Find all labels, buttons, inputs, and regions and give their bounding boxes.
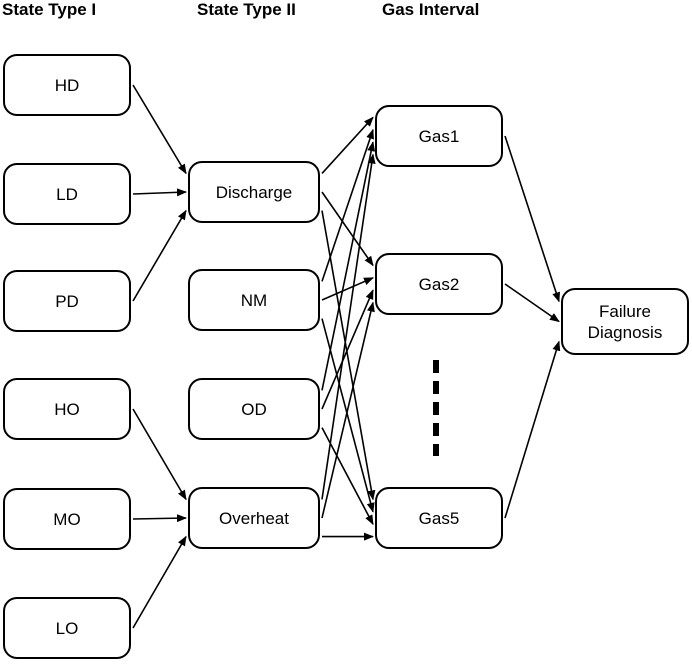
header-state-type-2: State Type II	[197, 0, 296, 19]
arrow-pd-to-discharge	[132, 209, 187, 302]
node-nm: NM	[188, 269, 320, 331]
arrow-gas5-to-failurediagnosis	[504, 340, 561, 519]
arrow-discharge-to-gas2	[321, 191, 374, 267]
arrow-discharge-to-gas5	[321, 210, 376, 501]
arrow-od-to-gas2	[321, 289, 374, 410]
arrow-od-to-gas1	[321, 141, 376, 391]
node-ho: HO	[3, 378, 131, 440]
arrow-ld-to-discharge	[132, 188, 187, 197]
node-overheat: Overheat	[188, 487, 320, 549]
node-discharge: Discharge	[188, 161, 320, 223]
arrow-nm-to-gas2	[321, 277, 374, 301]
node-gas2: Gas2	[375, 253, 503, 315]
arrow-hd-to-discharge	[132, 84, 187, 175]
arrow-od-to-gas5	[321, 427, 374, 526]
arrow-nm-to-gas1	[321, 128, 374, 282]
ellipsis-dashes	[433, 360, 439, 456]
node-lo: LO	[3, 597, 131, 659]
node-mo: MO	[3, 488, 131, 550]
arrow-lo-to-overheat	[132, 535, 187, 629]
node-gas1: Gas1	[375, 105, 503, 167]
node-od: OD	[188, 378, 320, 440]
arrow-gas1-to-failurediagnosis	[504, 135, 561, 303]
arrow-mo-to-overheat	[132, 514, 187, 523]
header-gas-interval: Gas Interval	[382, 0, 480, 19]
node-pd: PD	[3, 270, 131, 332]
header-state-type-1: State Type I	[2, 0, 97, 19]
node-hd: HD	[3, 54, 131, 116]
arrow-overheat-to-gas1	[321, 153, 376, 500]
arrow-ho-to-overheat	[132, 408, 187, 501]
arrow-discharge-to-gas1	[321, 116, 374, 174]
arrow-gas2-to-failurediagnosis	[504, 283, 560, 323]
arrow-overheat-to-gas2	[321, 301, 375, 519]
node-ld: LD	[3, 163, 131, 225]
node-gas5: Gas5	[375, 487, 503, 549]
node-failure-diagnosis: Failure Diagnosis	[561, 288, 689, 355]
